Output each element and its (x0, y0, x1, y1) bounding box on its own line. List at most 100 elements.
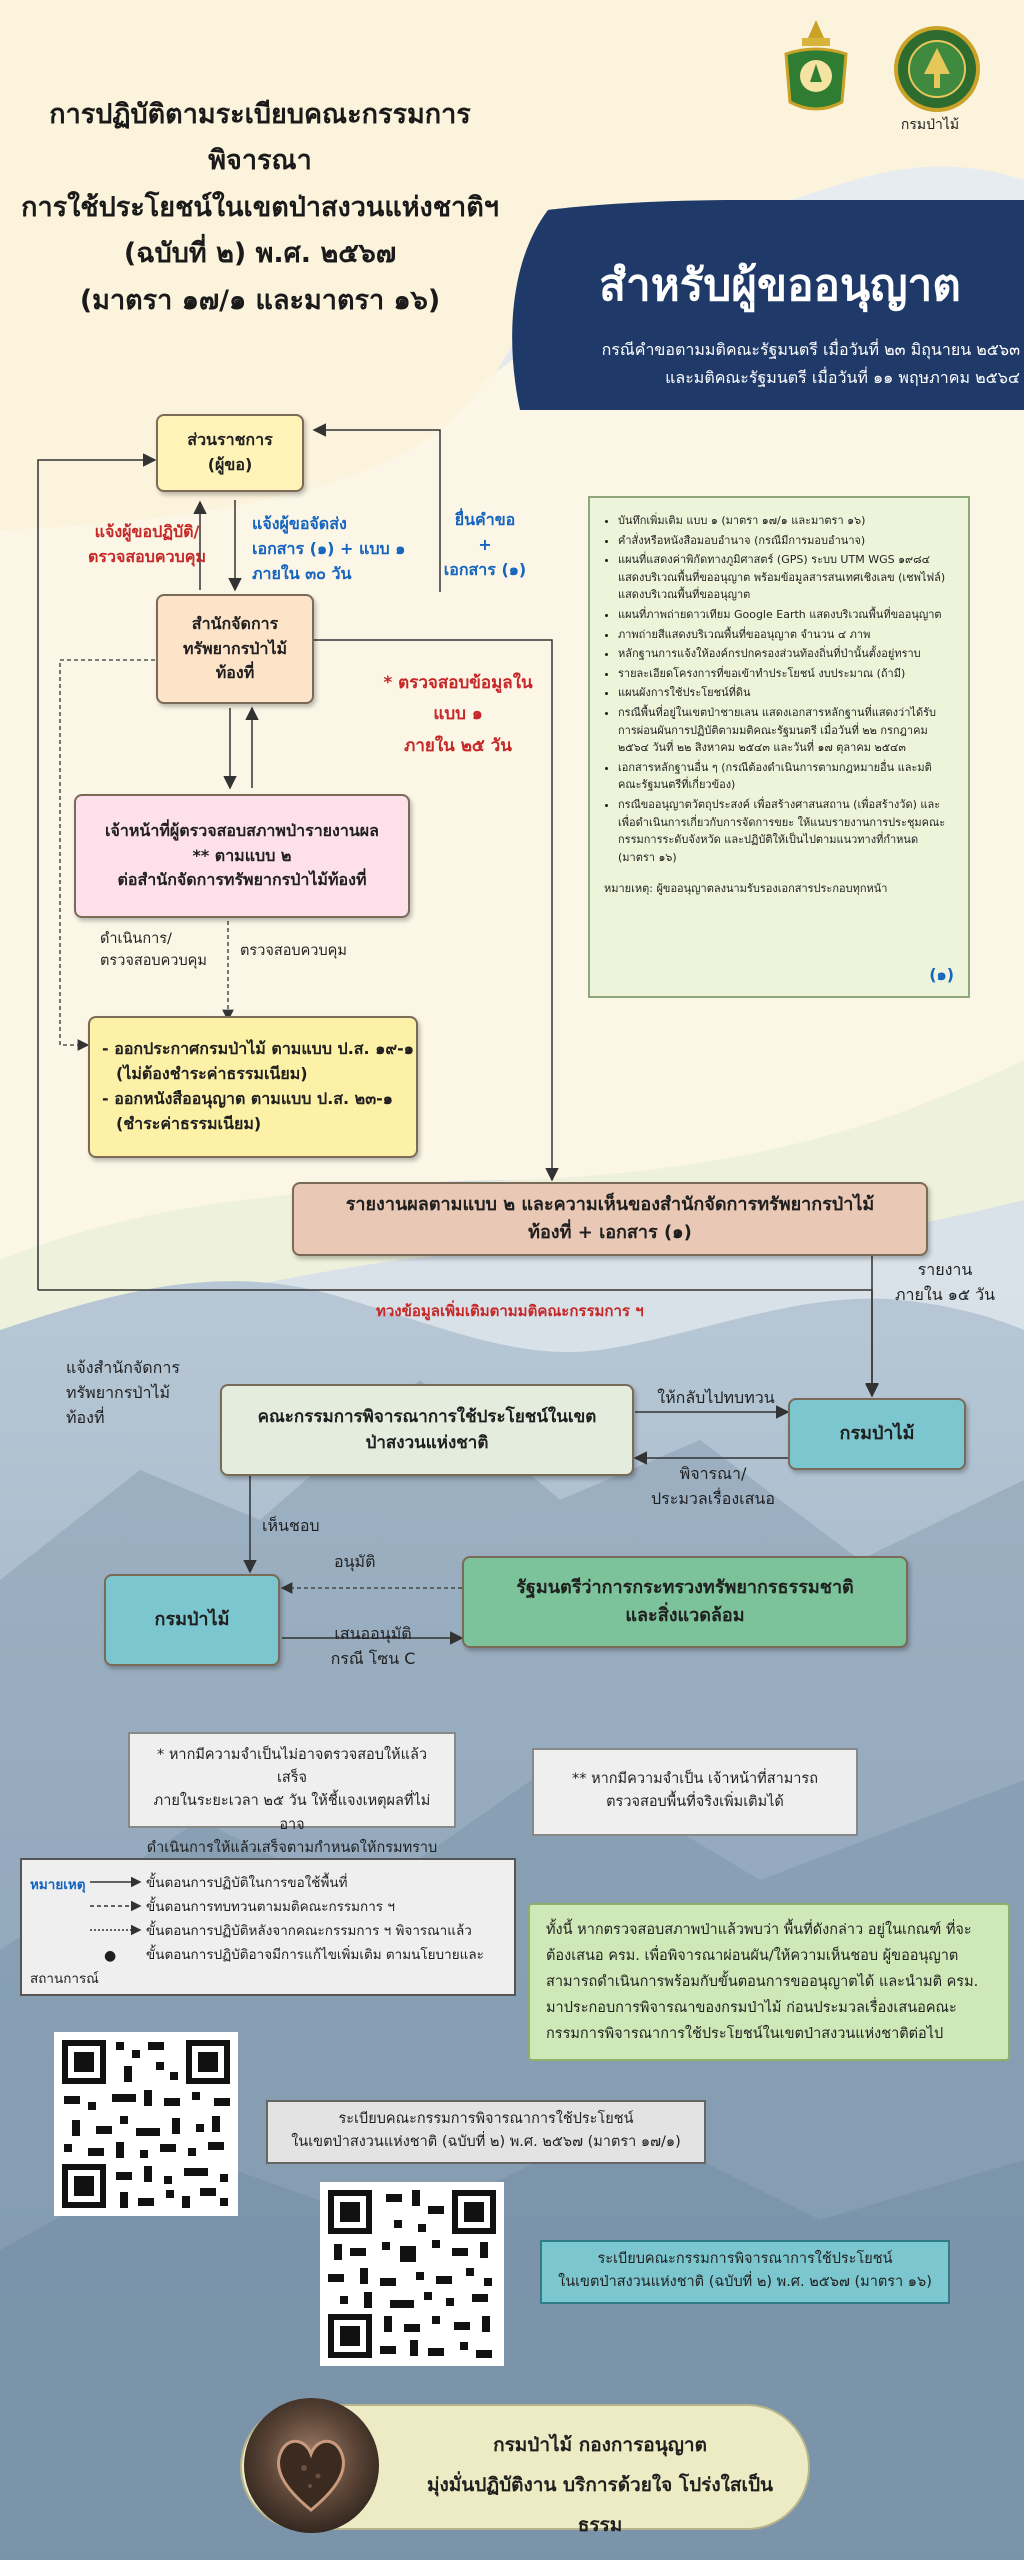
footer-line-1: กรมป่าไม้ กองการอนุญาต (493, 2434, 707, 2456)
qr-caption-section-16: ระเบียบคณะกรรมการพิจารณาการใช้ประโยชน์ใน… (540, 2240, 950, 2304)
label-proceed-line-2: ตรวจสอบควบคุม (100, 953, 207, 970)
note1-line-3: ดำเนินการให้แล้วเสร็จตามกำหนดให้กรมทราบ (146, 1839, 438, 1856)
legend-title: หมายเหตุ (30, 1877, 86, 1893)
label-submit-line-1: ยื่นคำขอ (454, 510, 516, 529)
document-item: แผนที่แสดงค่าพิกัดทางภูมิศาสตร์ (GPS) ระ… (618, 551, 954, 604)
office-line-2: ทรัพยากรป่าไม้ (182, 638, 288, 658)
qr-code-section-17-1[interactable] (54, 2032, 238, 2216)
label-report15-line-1: รายงาน (917, 1260, 973, 1279)
label-send-line-2: เอกสาร (๑) + แบบ ๑ (252, 538, 406, 558)
legend-item-4-cont: สถานการณ์ (30, 1971, 99, 1987)
note2-line-1: ** หากมีความจำเป็น เจ้าหน้าที่สามารถ (571, 1771, 819, 1787)
label-notify-office-line-1: แจ้งสำนักจัดการ (66, 1358, 180, 1377)
rfd-right-box: กรมป่าไม้ (788, 1398, 966, 1470)
hands-soil-heart-image (244, 2398, 379, 2533)
rfd-left-box: กรมป่าไม้ (104, 1574, 280, 1666)
label-proceed-line-1: ดำเนินการ/ (100, 931, 172, 947)
note1-line-1: * หากมีความจำเป็นไม่อาจตรวจสอบให้แล้วเสร… (157, 1747, 427, 1787)
document-item: กรณีพื้นที่อยู่ในเขตป่าชายเลน แสดงเอกสาร… (618, 704, 954, 757)
label-propose-line-1: เสนออนุมัติ (334, 1624, 412, 1643)
legend-item-4: ขั้นตอนการปฏิบัติอาจมีการแก้ไขเพิ่มเติม … (146, 1947, 484, 1963)
note1-line-2: ภายในระยะเวลา ๒๕ วัน ให้ชี้แจงเหตุผลที่ไ… (153, 1793, 431, 1833)
label-notify-line-1: แจ้งผู้ขอปฏิบัติ/ (94, 522, 200, 541)
banner-sub-line-2: และมติคณะรัฐมนตรี เมื่อวันที่ ๑๑ พฤษภาคม… (665, 368, 1020, 387)
royal-forest-department-logo (894, 26, 980, 112)
report-box: รายงานผลตามแบบ ๒ และความเห็นของสำนักจัดก… (292, 1182, 928, 1256)
issue-line-4: (ชำระค่าธรรมเนียม) (116, 1113, 262, 1133)
document-item: กรณีขออนุญาตวัตถุประสงค์ เพื่อสร้างศาสนส… (618, 796, 954, 866)
label-notify-office-line-2: ทรัพยากรป่าไม้ (66, 1382, 171, 1402)
label-approve: อนุมัติ (334, 1552, 376, 1571)
label-proceed-control: ดำเนินการ/ตรวจสอบควบคุม (100, 928, 230, 973)
label-submit-request: ยื่นคำขอ+เอกสาร (๑) (430, 508, 540, 582)
title-line-1: การปฏิบัติตามระเบียบคณะกรรมการพิจารณา (49, 99, 471, 177)
label-check-line-3: ภายใน ๒๕ วัน (404, 735, 512, 756)
document-item: รายละเอียดโครงการที่ขอเข้าทำประโยชน์ งบป… (618, 665, 954, 683)
label-follow-up: ทวงข้อมูลเพิ่มเติมตามมติคณะกรรมการ ฯ (376, 1302, 644, 1320)
banner-title: สำหรับผู้ขออนุญาต (599, 260, 961, 311)
document-item: คำสั่งหรือหนังสือมอบอำนาจ (กรณีมีการมอบอ… (618, 532, 954, 550)
legend-lines (90, 1876, 142, 1936)
applicant-box: ส่วนราชการ(ผู้ขอ) (156, 414, 304, 492)
label-propose-line-2: กรณี โซน C (330, 1648, 416, 1668)
label-notify-office-line-3: ท้องที่ (66, 1407, 105, 1427)
banner-subtitle: กรณีคำขอตามมติคณะรัฐมนตรี เมื่อวันที่ ๒๓… (520, 336, 1020, 392)
title-line-4: (มาตรา ๑๗/๑ และมาตรา ๑๖) (79, 284, 441, 316)
legend-panel: หมายเหตุ ขั้นตอนการปฏิบัติในการขอใช้พื้น… (20, 1858, 516, 1996)
label-notify-line-2: ตรวจสอบควบคุม (88, 546, 206, 566)
issue-line-1: - ออกประกาศกรมป่าไม้ ตามแบบ ป.ส. ๑๙-๑ (102, 1039, 414, 1059)
footer-text: กรมป่าไม้ กองการอนุญาต มุ่งมั่นปฏิบัติงา… (410, 2426, 790, 2546)
inspector-line-3: ต่อสำนักจัดการทรัพยากรป่าไม้ท้องที่ (117, 870, 367, 890)
inspector-box: เจ้าหน้าที่ผู้ตรวจสอบสภาพป่ารายงานผล ** ต… (74, 794, 410, 918)
qr-caption2-line-2: ในเขตป่าสงวนแห่งชาติ (ฉบับที่ ๒) พ.ศ. ๒๕… (558, 2274, 932, 2291)
document-item: ภาพถ่ายสีแสดงบริเวณพื้นที่ขออนุญาต จำนวน… (618, 626, 954, 644)
label-submit-line-3: เอกสาร (๑) (443, 559, 527, 579)
documents-list-panel: บันทึกเพิ่มเติม แบบ ๑ (มาตรา ๑๗/๑ และมาต… (588, 496, 970, 998)
qr-caption1-line-2: ในเขตป่าสงวนแห่งชาติ (ฉบับที่ ๒) พ.ศ. ๒๕… (291, 2134, 681, 2151)
label-review: ให้กลับไปทบทวน (657, 1388, 775, 1407)
documents-list: บันทึกเพิ่มเติม แบบ ๑ (มาตรา ๑๗/๑ และมาต… (604, 512, 954, 866)
committee-line-2: ป่าสงวนแห่งชาติ (365, 1433, 489, 1453)
qr-caption1-line-1: ระเบียบคณะกรรมการพิจารณาการใช้ประโยชน์ (338, 2111, 634, 2127)
report-line-2: ท้องที่ + เอกสาร (๑) (528, 1222, 692, 1243)
applicant-line-1: ส่วนราชการ (187, 430, 273, 450)
legend-item-2: ขั้นตอนการทบทวนตามมติคณะกรรมการ ฯ (146, 1899, 395, 1915)
qr-caption2-line-1: ระเบียบคณะกรรมการพิจารณาการใช้ประโยชน์ (597, 2251, 893, 2267)
rfd-left-label: กรมป่าไม้ (154, 1609, 230, 1631)
document-item: แผนที่ภาพถ่ายดาวเทียม Google Earth แสดงบ… (618, 606, 954, 624)
qr-caption-section-17-1: ระเบียบคณะกรรมการพิจารณาการใช้ประโยชน์ใน… (266, 2100, 706, 2164)
label-report15-line-2: ภายใน ๑๕ วัน (894, 1284, 995, 1304)
inspector-line-2: ** ตามแบบ ๒ (192, 845, 292, 865)
label-notify-applicant: แจ้งผู้ขอปฏิบัติ/ ตรวจสอบควบคุม (72, 520, 222, 570)
qr-code-section-16[interactable] (320, 2182, 504, 2366)
label-notify-office: แจ้งสำนักจัดการทรัพยากรป่าไม้ท้องที่ (66, 1356, 206, 1430)
footer-line-2: มุ่งมั่นปฏิบัติงาน บริการด้วยใจ โปร่งใสเ… (426, 2473, 774, 2536)
minister-box: รัฐมนตรีว่าการกระทรวงทรัพยากรธรรมชาติและ… (462, 1556, 908, 1648)
document-item: เอกสารหลักฐานอื่น ๆ (กรณีต้องดำเนินการตา… (618, 759, 954, 794)
emblem-logo (772, 18, 860, 118)
document-item: หลักฐานการแจ้งให้องค์กรปกครองส่วนท้องถิ่… (618, 645, 954, 663)
office-line-3: ท้องที่ (215, 663, 255, 683)
issue-permit-box: - ออกประกาศกรมป่าไม้ ตามแบบ ป.ส. ๑๙-๑ (ไม… (88, 1016, 418, 1158)
committee-line-1: คณะกรรมการพิจารณาการใช้ประโยชน์ในเขต (257, 1406, 597, 1427)
documents-number: (๑) (929, 965, 954, 985)
label-consider-line-1: พิจารณา/ (679, 1464, 747, 1483)
issue-line-3: - ออกหนังสืออนุญาต ตามแบบ ป.ส. ๒๓-๑ (102, 1089, 393, 1108)
legend-item-3: ขั้นตอนการปฏิบัติหลังจากคณะกรรมการ ฯ พิจ… (146, 1923, 472, 1939)
note-25-days: * หากมีความจำเป็นไม่อาจตรวจสอบให้แล้วเสร… (128, 1732, 456, 1856)
page-title: การปฏิบัติตามระเบียบคณะกรรมการพิจารณา กา… (20, 92, 500, 324)
label-send-line-3: ภายใน ๓๐ วัน (252, 563, 352, 583)
report-line-1: รายงานผลตามแบบ ๒ และความเห็นของสำนักจัดก… (345, 1194, 875, 1216)
inspector-line-1: เจ้าหน้าที่ผู้ตรวจสอบสภาพป่ารายงานผล (105, 820, 379, 840)
title-line-3: (ฉบับที่ ๒) พ.ศ. ๒๕๖๗ (123, 238, 397, 270)
document-item: แผนผังการใช้ประโยชน์ที่ดิน (618, 684, 954, 702)
label-consider-line-2: ประมวลเรื่องเสนอ (651, 1488, 775, 1508)
label-check-line-1: * ตรวจสอบข้อมูลใน (383, 673, 533, 693)
forest-office-box: สำนักจัดการทรัพยากรป่าไม้ท้องที่ (156, 594, 314, 704)
label-agree: เห็นชอบ (262, 1516, 320, 1535)
issue-line-2: (ไม่ต้องชำระค่าธรรมเนียม) (116, 1064, 308, 1084)
banner-sub-line-1: กรณีคำขอตามมติคณะรัฐมนตรี เมื่อวันที่ ๒๓… (601, 340, 1020, 359)
documents-remark: หมายเหตุ: ผู้ขออนุญาตลงนามรับรองเอกสารปร… (604, 882, 888, 896)
note-field-check: ** หากมีความจำเป็น เจ้าหน้าที่สามารถตรวจ… (532, 1748, 858, 1836)
